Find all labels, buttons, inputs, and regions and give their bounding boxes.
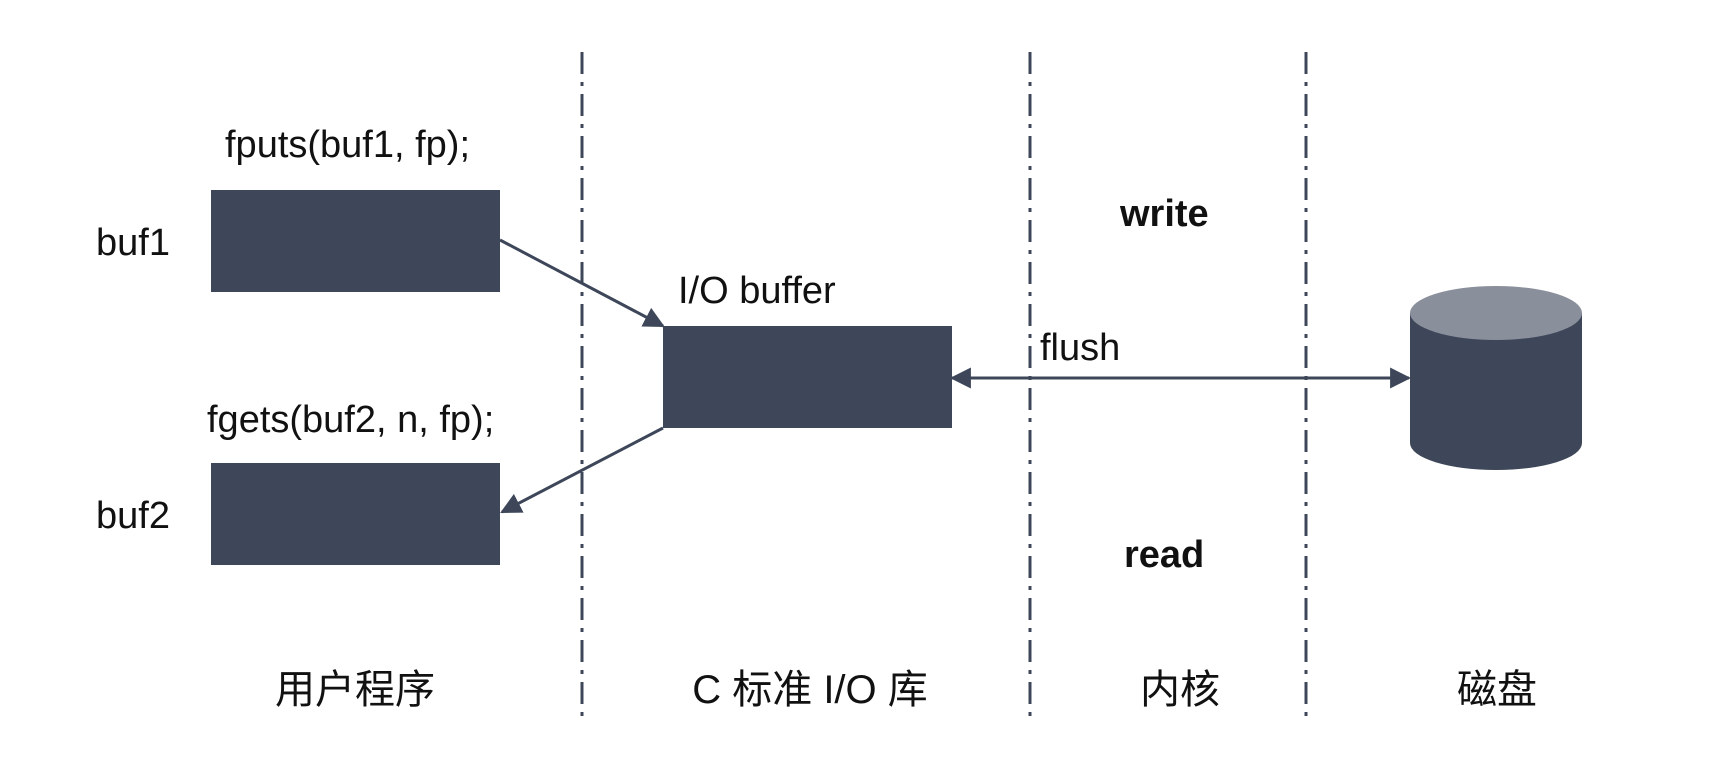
- write-label: write: [1119, 193, 1209, 235]
- column-label-disk: 磁盘: [1457, 668, 1537, 712]
- fgets-arrow: [500, 426, 664, 514]
- column-label-c-stdio: C 标准 I/O 库: [692, 668, 928, 712]
- column-label-kernel: 内核: [1140, 668, 1220, 712]
- read-label: read: [1124, 534, 1204, 576]
- io-buffer-label: I/O buffer: [678, 270, 836, 312]
- buf1-box: [211, 190, 500, 292]
- buf2-label: buf2: [96, 495, 170, 537]
- io-buffer-box: [663, 326, 952, 428]
- fgets-call-label: fgets(buf2, n, fp);: [207, 399, 494, 441]
- buf1-label: buf1: [96, 222, 170, 264]
- fputs-call-label: fputs(buf1, fp);: [225, 124, 470, 166]
- disk-cylinder-icon: [1410, 286, 1582, 470]
- fputs-arrow: [499, 238, 665, 328]
- column-label-user-program: 用户程序: [275, 668, 435, 712]
- buf2-box: [211, 463, 500, 565]
- flush-label: flush: [1040, 327, 1120, 369]
